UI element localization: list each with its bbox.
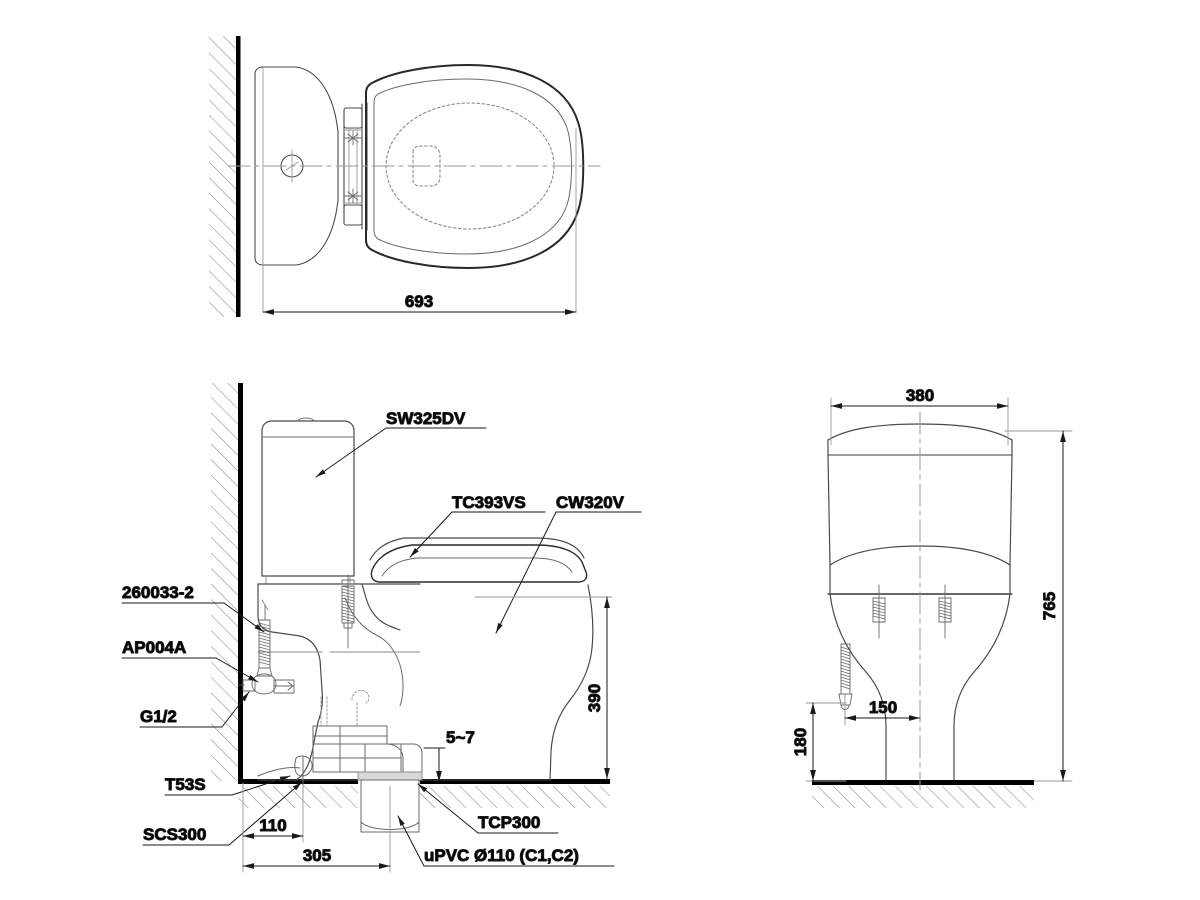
callout-t53s: T53S <box>164 775 291 796</box>
dimension-150: 150 <box>844 693 921 726</box>
dimension-5-7-label: 5~7 <box>446 728 475 747</box>
dimension-380: 380 <box>830 386 1009 446</box>
side-view-tank <box>261 417 355 585</box>
dimension-305-label: 305 <box>303 846 331 865</box>
callout-ap004a: AP004A <box>121 638 259 683</box>
front-view: 380 765 150 180 <box>791 386 1073 808</box>
callout-g12-label: G1/2 <box>140 707 177 726</box>
top-view-wall <box>209 36 241 317</box>
dimension-180-label: 180 <box>791 728 810 756</box>
dimension-180: 180 <box>791 702 847 782</box>
dimension-765: 765 <box>1004 430 1073 782</box>
drain-assembly <box>312 689 423 833</box>
front-view-bowl <box>829 593 1011 781</box>
callout-ap004a-label: AP004A <box>122 638 186 657</box>
water-supply-assembly <box>237 599 295 695</box>
seat-fixing-bolt <box>341 574 355 649</box>
dimension-150-label: 150 <box>869 698 897 717</box>
callout-upvc-label: uPVC Ø110 (C1,C2) <box>424 846 579 865</box>
dimension-380-label: 380 <box>906 386 934 405</box>
callout-scs300-label: SCS300 <box>143 825 206 844</box>
dimension-5-7: 5~7 <box>423 728 475 783</box>
side-view-floor <box>238 779 610 809</box>
callout-tcp300: TCP300 <box>417 783 559 834</box>
callout-scs300: SCS300 <box>142 781 303 846</box>
callout-sw325dv-label: SW325DV <box>386 409 466 428</box>
callout-260033-2-label: 260033-2 <box>122 583 194 602</box>
callout-tc393vs-label: TC393VS <box>452 493 526 512</box>
dimension-390-label: 390 <box>585 684 604 712</box>
front-view-tank-bolts <box>872 584 952 639</box>
callout-tcp300-label: TCP300 <box>478 813 540 832</box>
dimension-765-label: 765 <box>1040 592 1059 620</box>
callout-260033-2: 260033-2 <box>121 583 265 633</box>
side-view-wall <box>211 383 243 781</box>
callout-upvc: uPVC Ø110 (C1,C2) <box>397 815 615 867</box>
dimension-305: 305 <box>242 785 391 873</box>
front-view-angle-valve <box>838 643 853 719</box>
callout-tc393vs: TC393VS <box>409 493 546 558</box>
front-view-floor <box>812 780 1034 808</box>
callout-t53s-label: T53S <box>165 775 206 794</box>
callout-sw325dv: SW325DV <box>315 409 487 478</box>
side-view: SW325DV TC393VS CW320V 260033-2 AP004A <box>121 383 642 873</box>
top-view-tank <box>254 66 339 266</box>
side-view-bowl <box>257 583 594 781</box>
dimension-693: 693 <box>262 292 577 315</box>
callout-cw320v-label: CW320V <box>556 493 625 512</box>
callout-cw320v: CW320V <box>495 493 642 634</box>
dimension-110: 110 <box>242 782 304 843</box>
top-view-seat-lid <box>365 64 585 269</box>
top-view: 693 <box>209 36 601 317</box>
dimension-110-label: 110 <box>259 816 286 835</box>
dimension-390: 390 <box>474 596 613 780</box>
side-view-seat-lid <box>369 537 588 583</box>
dimension-693-label: 693 <box>405 292 433 311</box>
top-view-water-surface <box>412 145 441 187</box>
callout-g12: G1/2 <box>139 691 250 728</box>
